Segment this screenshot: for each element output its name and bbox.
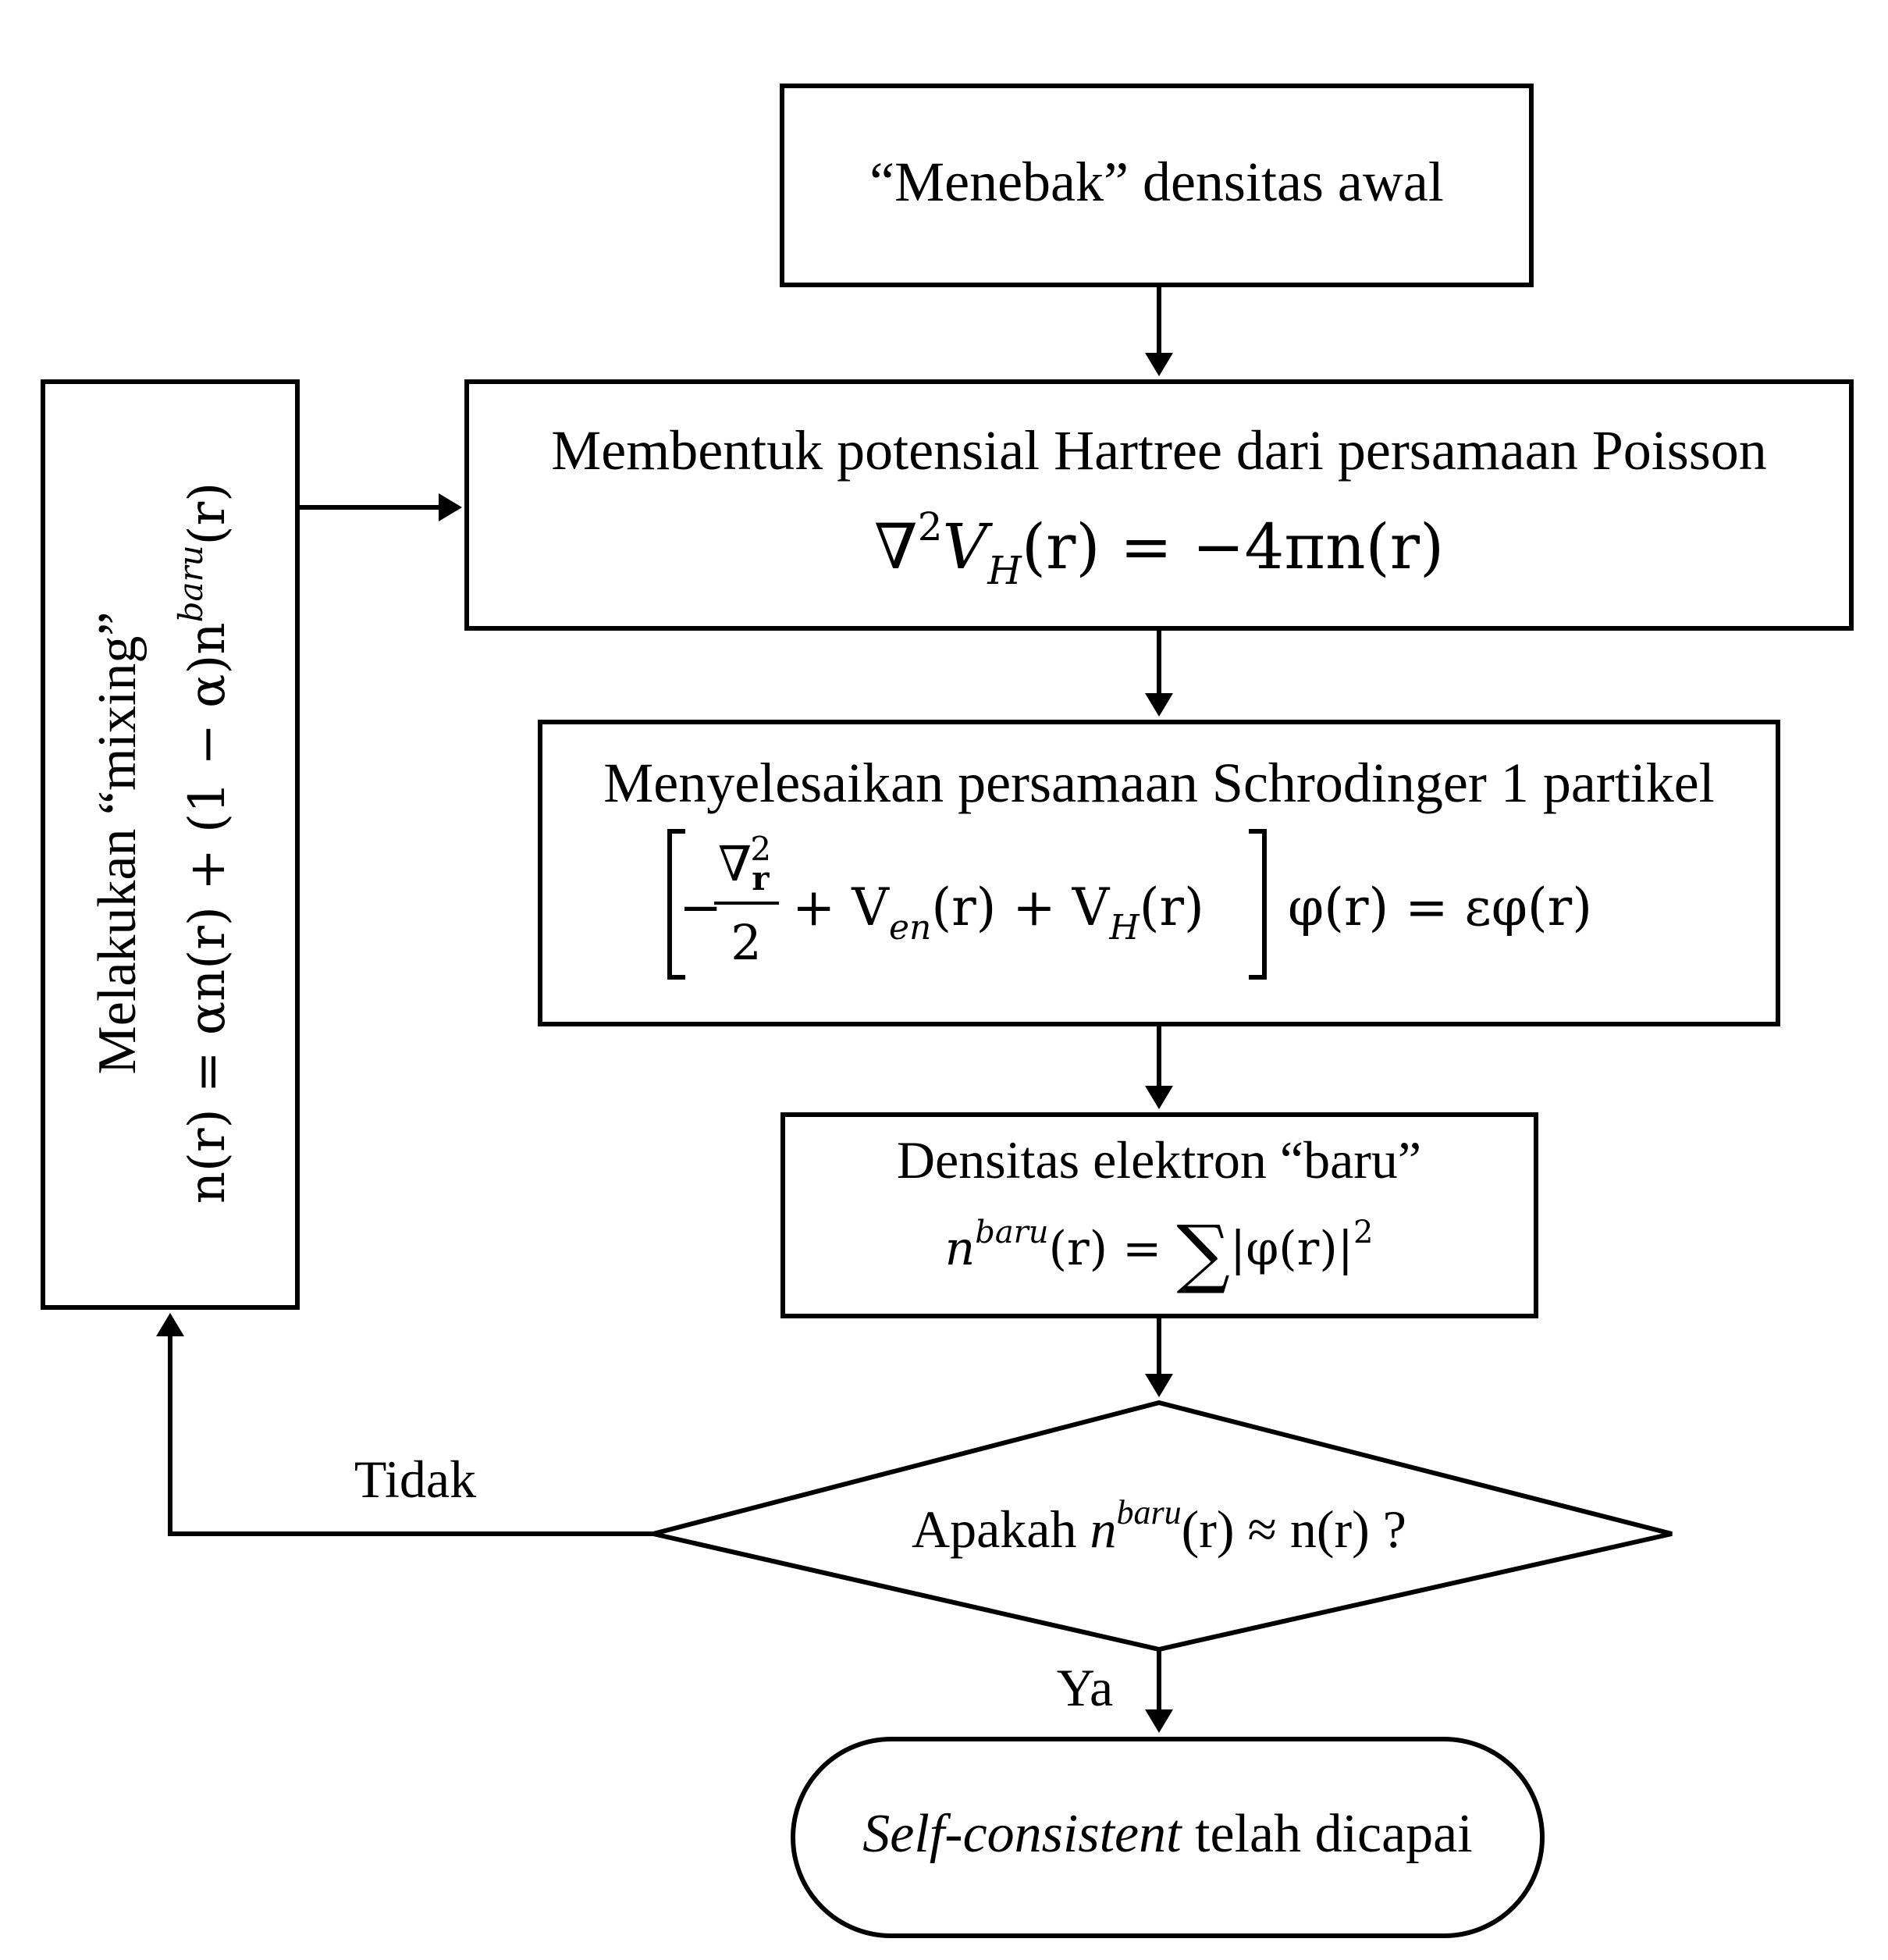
left-bracket: [667, 829, 685, 980]
schrodinger-box: Menyelesaikan persamaan Schrodinger 1 pa…: [538, 720, 1780, 1026]
eq-frac-denominator: 2: [731, 914, 761, 971]
convergence-decision: Apakah nbaru(r) ≈ n(r) ?: [652, 1400, 1673, 1652]
poisson-equation: ∇2VH(r) = −4πn(r): [874, 504, 1444, 593]
mixing-box: Melakukan “mixing” n(r) = αn(r) + (1 − α…: [41, 379, 300, 1310]
convergence-question: Apakah nbaru(r) ≈ n(r) ?: [912, 1493, 1406, 1559]
arrowhead-decision-to-end: [1145, 1709, 1173, 1733]
arrowhead-start-to-hartree: [1145, 353, 1173, 376]
self-consistent-label: Self-consistent telah dicapai: [862, 1804, 1472, 1864]
edge-label-yes: Ya: [1057, 1658, 1113, 1717]
mixing-label: Melakukan “mixing”: [87, 612, 148, 1075]
right-bracket: [1249, 829, 1267, 980]
kohn-sham-equation: − ∇r2 2 + Ven(r) + VH(r) φ(r) = εφ(r): [667, 829, 1592, 980]
arrowhead-schrodinger-to-density: [1145, 1086, 1173, 1109]
new-density-equation: nbaru(r) = ∑|φ(r)|2: [945, 1209, 1374, 1297]
new-density-box: Densitas elektron “baru” nbaru(r) = ∑|φ(…: [780, 1112, 1538, 1318]
flow-arrows: [156, 285, 1173, 1733]
edge-label-no: Tidak: [354, 1450, 476, 1509]
eq-eigen-rhs: φ(r) = εφ(r): [1288, 877, 1592, 937]
eq-potentials: + Ven(r) + VH(r): [792, 877, 1204, 948]
initial-density-box: “Menebak” densitas awal: [780, 84, 1534, 287]
arrowhead-mixing-to-hartree: [439, 493, 462, 521]
mixing-equation: n(r) = αn(r) + (1 − α)nbaru(r): [172, 482, 236, 1204]
hartree-potential-label: Membentuk potensial Hartree dari persama…: [551, 419, 1767, 482]
initial-density-label: “Menebak” densitas awal: [869, 151, 1444, 213]
arrowhead-decision-to-mixing: [156, 1313, 184, 1336]
arrowhead-density-to-decision: [1145, 1374, 1173, 1397]
hartree-potential-box: Membentuk potensial Hartree dari persama…: [464, 379, 1854, 631]
eq-frac-numerator: ∇r2: [718, 830, 771, 898]
schrodinger-label: Menyelesaikan persamaan Schrodinger 1 pa…: [603, 752, 1714, 814]
arrowhead-hartree-to-schrodinger: [1145, 693, 1173, 717]
self-consistent-terminal: Self-consistent telah dicapai: [791, 1737, 1545, 1938]
new-density-label: Densitas elektron “baru”: [897, 1130, 1421, 1190]
eq-minus: −: [679, 877, 722, 937]
arrow-decision-to-mixing: [168, 1336, 653, 1536]
